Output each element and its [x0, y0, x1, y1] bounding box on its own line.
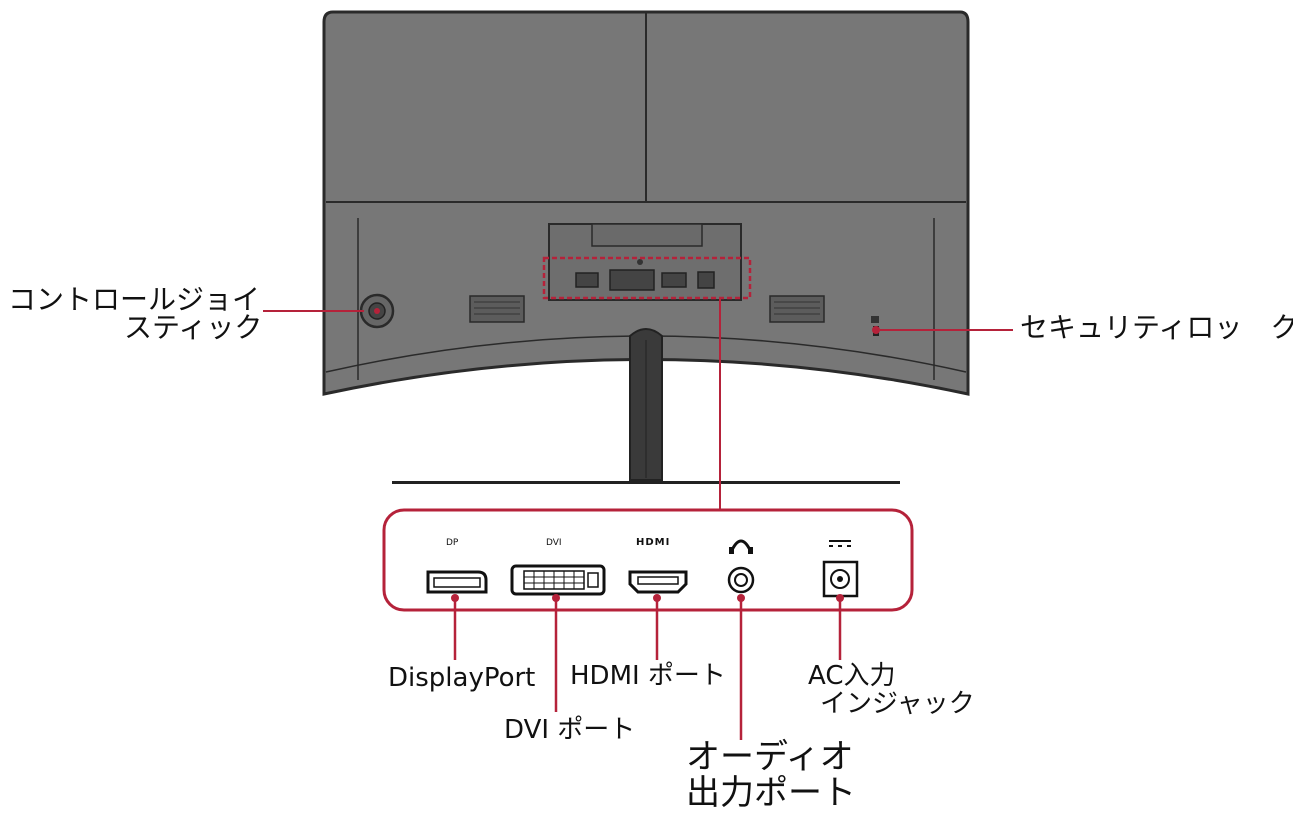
ac-input-label-line1: AC入力: [808, 661, 896, 691]
ac-input-label-line2: インジャック: [820, 689, 975, 719]
port-leader-lines: [451, 594, 844, 740]
dp-caption: DP: [446, 538, 459, 548]
dvi-caption: DVI: [546, 538, 562, 548]
displayport-connector: [426, 570, 488, 594]
hdmi-caption: HDMI: [636, 537, 671, 548]
io-recess: [542, 223, 752, 301]
dvi-connector: [510, 564, 606, 596]
displayport-label: DisplayPort: [388, 663, 536, 693]
audio-label-line1: オーディオ: [686, 737, 854, 777]
dvi-port-label: DVI ポート: [504, 715, 636, 745]
audio-label-line2: 出力ポート: [686, 773, 856, 813]
monitor-stand: [392, 328, 900, 484]
callout-lines: [263, 298, 1013, 510]
vent-right: [769, 295, 825, 323]
security-lock-label: セキュリティロッ ク: [1020, 311, 1293, 344]
dc-power-icon: [829, 540, 851, 547]
hdmi-port-label: HDMI ポート: [570, 661, 726, 691]
port-panel: [382, 508, 914, 612]
joystick-label-line2: スティック: [124, 311, 263, 344]
control-joystick: [359, 293, 395, 329]
vent-left: [469, 295, 525, 323]
joystick-label-line1: コントロールジョイ: [8, 283, 261, 316]
